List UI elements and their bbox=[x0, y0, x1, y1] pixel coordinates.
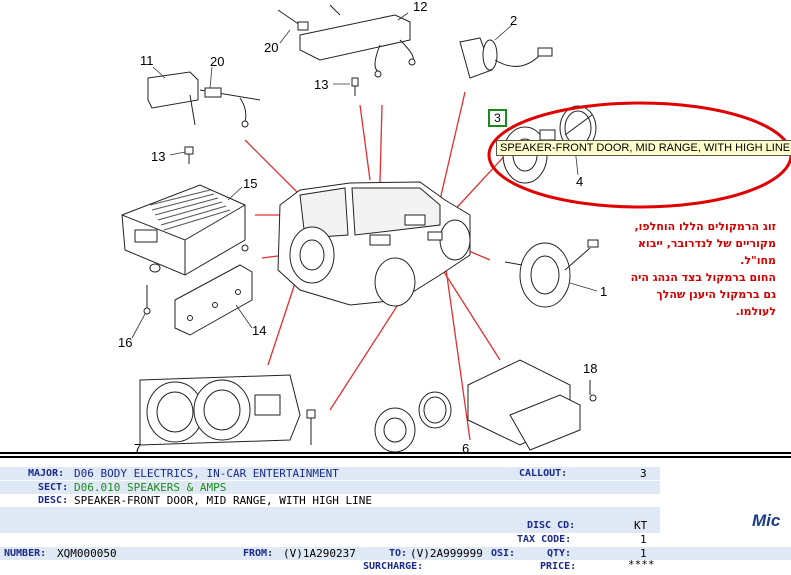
note-line: החום ברמקול בצד הנהג היה bbox=[630, 271, 776, 284]
callout-16: 16 bbox=[118, 335, 132, 350]
number-label: NUMBER: bbox=[4, 548, 47, 559]
price-label: PRICE: bbox=[540, 561, 577, 572]
osi-label: OSI: bbox=[491, 548, 516, 559]
callout-13: 13 bbox=[314, 77, 328, 92]
part-18-screw bbox=[589, 380, 597, 402]
part-box bbox=[467, 359, 581, 451]
selected-callout-box[interactable]: 3 bbox=[488, 109, 507, 127]
sect-label: SECT: bbox=[38, 482, 69, 493]
part-13-screw-top bbox=[351, 77, 359, 96]
tax-code-label: TAX CODE: bbox=[517, 534, 572, 545]
row-band bbox=[0, 507, 660, 533]
part-8-screw bbox=[306, 409, 316, 445]
note-line: זוג הרמקולים הללו הוחלפו, bbox=[634, 220, 776, 233]
major-value: D06 BODY ELECTRICS, IN-CAR ENTERTAINMENT bbox=[74, 467, 339, 480]
row-band bbox=[0, 494, 660, 507]
callout-value: 3 bbox=[640, 467, 647, 480]
sect-value: D06.010 SPEAKERS & AMPS bbox=[74, 481, 227, 494]
disc-cd-value: KT bbox=[634, 519, 648, 532]
major-label: MAJOR: bbox=[28, 468, 65, 479]
part-13-screw-left bbox=[184, 146, 194, 164]
price-value: **** bbox=[628, 558, 655, 571]
part-14-bracket bbox=[174, 264, 253, 336]
row-band bbox=[0, 481, 660, 494]
part-11-bracket bbox=[147, 71, 261, 128]
callout-13: 13 bbox=[151, 149, 165, 164]
note-line: לעולמו. bbox=[735, 305, 776, 318]
desc-value: SPEAKER-FRONT DOOR, MID RANGE, WITH HIGH… bbox=[74, 494, 373, 507]
disc-cd-label: DISC CD: bbox=[527, 520, 576, 531]
surcharge-label: SURCHARGE: bbox=[363, 561, 424, 572]
callout-leaders bbox=[131, 12, 598, 339]
callout-2: 2 bbox=[510, 13, 517, 28]
callout-6: 6 bbox=[462, 441, 469, 455]
part-1-speaker bbox=[504, 239, 599, 308]
number-value: XQM000050 bbox=[57, 547, 117, 560]
callout-20: 20 bbox=[210, 54, 224, 69]
callout-11: 11 bbox=[140, 53, 154, 68]
callout-4: 4 bbox=[576, 174, 583, 189]
tax-code-value: 1 bbox=[640, 533, 647, 546]
part-15-amplifier bbox=[121, 184, 249, 276]
part-7-speaker-panel bbox=[139, 374, 301, 446]
panel-divider bbox=[0, 452, 791, 458]
to-label: TO: bbox=[389, 548, 408, 559]
from-label: FROM: bbox=[243, 548, 274, 559]
callout-7: 7 bbox=[134, 441, 141, 455]
callout-20: 20 bbox=[264, 40, 278, 55]
vehicle-illustration bbox=[277, 181, 471, 307]
callout-numbers: 12 2 11 20 20 13 13 15 4 1 14 16 18 7 6 bbox=[118, 0, 607, 455]
callout-label: CALLOUT: bbox=[519, 468, 568, 479]
from-value: (V)1A290237 bbox=[283, 547, 356, 560]
part-16-screw bbox=[143, 285, 151, 315]
to-value: (V)2A999999 bbox=[410, 547, 483, 560]
row-band bbox=[0, 547, 791, 560]
callout-18: 18 bbox=[583, 361, 597, 376]
part-tooltip: SPEAKER-FRONT DOOR, MID RANGE, WITH HIGH… bbox=[496, 140, 791, 156]
part-info-panel: MAJOR: D06 BODY ELECTRICS, IN-CAR ENTERT… bbox=[0, 462, 791, 575]
callout-1: 1 bbox=[600, 284, 607, 299]
brand-logo-text: Mic bbox=[752, 511, 781, 530]
note-line: גם ברמקול היענן שהלך bbox=[656, 288, 776, 301]
annotation-note: זוג הרמקולים הללו הוחלפו, מקוריים של לנד… bbox=[540, 218, 776, 320]
callout-15: 15 bbox=[243, 176, 257, 191]
part-12-bracket bbox=[299, 14, 416, 78]
desc-label: DESC: bbox=[38, 495, 69, 506]
qty-label: QTY: bbox=[547, 548, 572, 559]
highlight-ring bbox=[487, 101, 791, 209]
part-20-connector-top bbox=[277, 4, 341, 31]
qty-value: 1 bbox=[640, 547, 647, 560]
row-band bbox=[0, 467, 660, 480]
parts-diagram: 12 2 11 20 20 13 13 15 4 1 14 16 18 7 6 bbox=[118, 0, 791, 455]
callout-14: 14 bbox=[252, 323, 266, 338]
callout-12: 12 bbox=[413, 0, 427, 14]
row-band bbox=[0, 560, 660, 573]
part-6-speaker bbox=[374, 391, 452, 453]
note-line: מחו"ל. bbox=[740, 254, 776, 267]
part-2-speaker bbox=[459, 37, 553, 79]
note-line: מקוריים של לנדרובר, ייבוא bbox=[637, 237, 776, 250]
